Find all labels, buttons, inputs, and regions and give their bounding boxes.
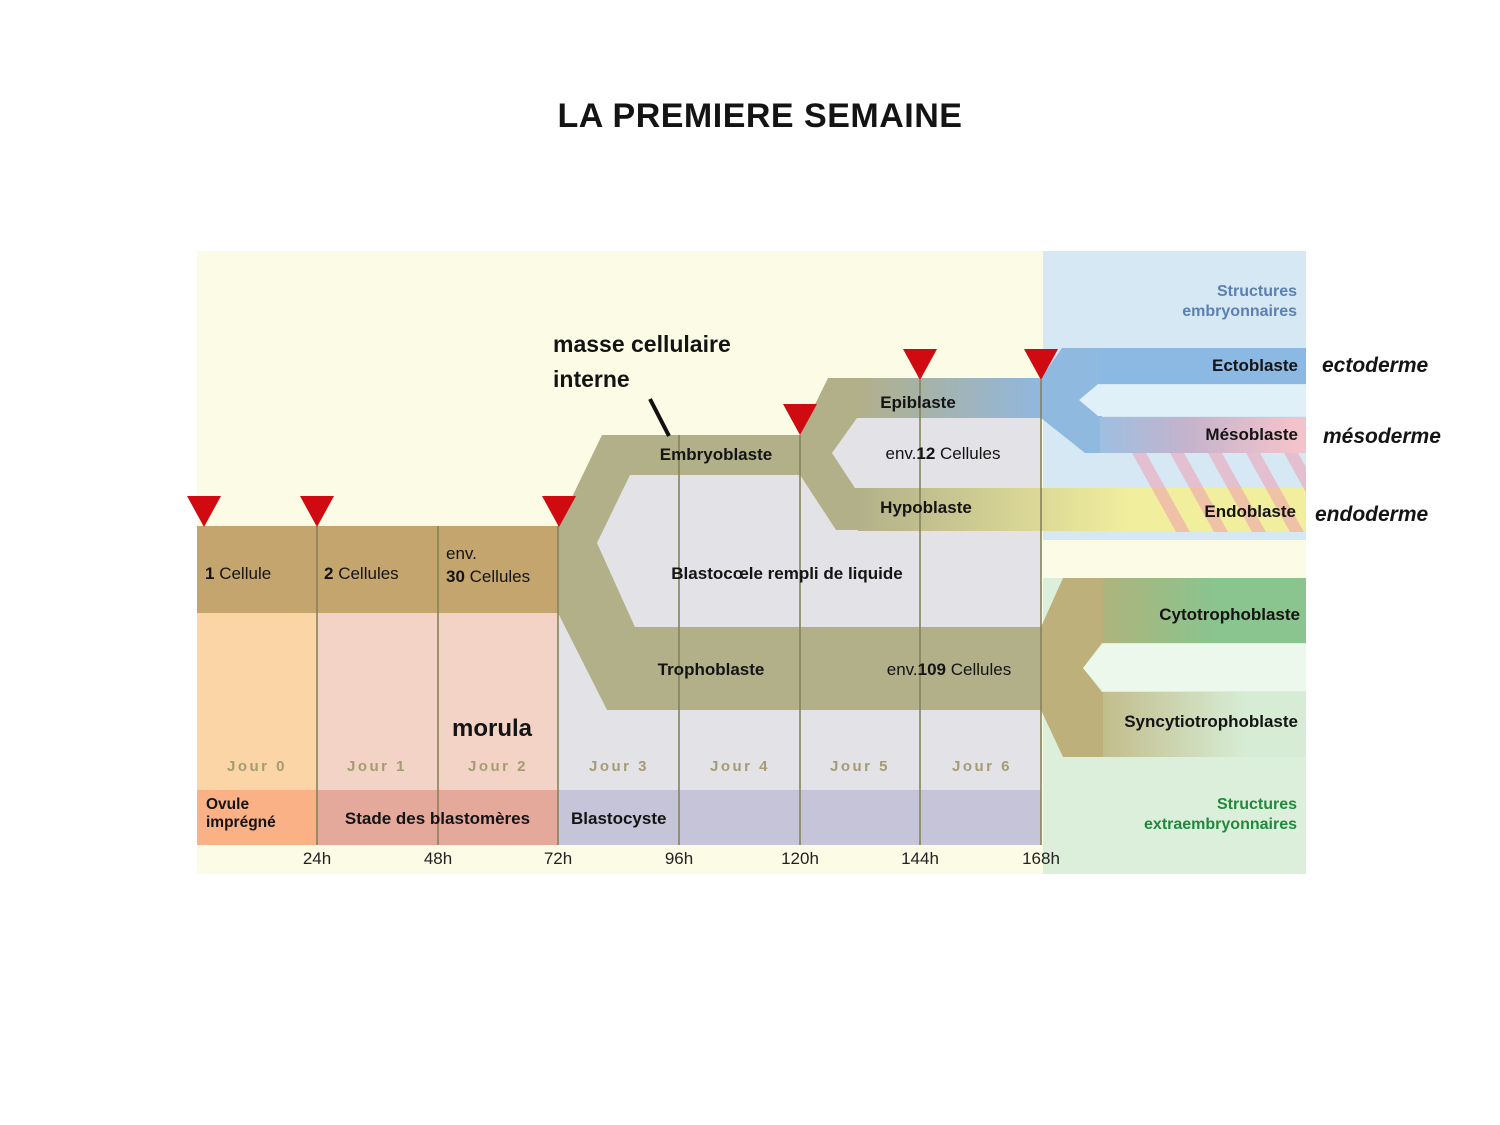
band-blastocoele: Blastocœle rempli de liquide bbox=[671, 564, 903, 583]
cell-count-2: 2 Cellules bbox=[324, 564, 399, 584]
cell-count-2-num: 2 bbox=[324, 564, 334, 583]
embryonic-structures-line1: Structures bbox=[1216, 283, 1297, 300]
band-syncytiotrophoblaste: Syncytiotrophoblaste bbox=[1124, 712, 1298, 731]
derivative-bands bbox=[858, 348, 1306, 757]
embryonic-structures-heading: Structures embryonnaires bbox=[1097, 282, 1297, 322]
germ-layer-mesoderm: mésoderme bbox=[1323, 425, 1441, 448]
cell-count-30-unit: Cellules bbox=[469, 567, 531, 586]
estimate-12-unit: Cellules bbox=[940, 444, 1001, 463]
band-trophoblaste: Trophoblaste bbox=[657, 660, 765, 679]
hour-label-168: 168h bbox=[1022, 849, 1060, 868]
band-mesoblaste: Mésoblaste bbox=[1205, 425, 1298, 444]
hour-label-24: 24h bbox=[302, 849, 332, 868]
cell-count-30: env. 30 Cellules bbox=[446, 542, 530, 588]
stage-blastomeres: Stade des blastomères bbox=[344, 809, 531, 828]
page-title: LA PREMIERE SEMAINE bbox=[557, 97, 963, 135]
estimate-12-cells: env.12 Cellules bbox=[843, 444, 1043, 464]
day-label-5: Jour 5 bbox=[829, 758, 890, 775]
hour-label-96: 96h bbox=[664, 849, 694, 868]
day-label-1: Jour 1 bbox=[346, 758, 407, 775]
estimate-109-unit: Cellules bbox=[950, 660, 1012, 679]
estimate-109-num: 109 bbox=[917, 660, 947, 679]
estimate-12-num: 12 bbox=[916, 444, 936, 463]
cell-count-2-unit: Cellules bbox=[338, 564, 399, 583]
stage-ovule: Ovule imprégné bbox=[206, 796, 276, 832]
germ-layer-endoderm: endoderme bbox=[1315, 503, 1429, 526]
day-label-2: Jour 2 bbox=[467, 758, 528, 775]
inner-cell-mass-line2: interne bbox=[553, 366, 630, 392]
cell-count-30-num: 30 bbox=[446, 567, 465, 586]
hour-label-48: 48h bbox=[423, 849, 453, 868]
cell-count-30-prefix: env. bbox=[446, 544, 477, 563]
red-marker-triangles bbox=[187, 349, 1058, 527]
hour-label-120: 120h bbox=[781, 849, 819, 868]
cell-count-1: 1 Cellule bbox=[205, 564, 272, 584]
inner-cell-mass-line1: masse cellulaire bbox=[553, 331, 731, 357]
day-label-4: Jour 4 bbox=[709, 758, 770, 775]
band-hypoblaste: Hypoblaste bbox=[880, 498, 972, 517]
stage-ovule-line1: Ovule bbox=[206, 796, 250, 813]
embryonic-structures-line2: embryonnaires bbox=[1182, 303, 1297, 320]
band-embryoblaste: Embryoblaste bbox=[659, 445, 773, 464]
germ-layer-ectoderm: ectoderme bbox=[1322, 354, 1429, 377]
band-epiblaste: Epiblaste bbox=[880, 393, 956, 412]
morula-annotation: morula bbox=[452, 715, 533, 742]
band-cytotrophoblaste: Cytotrophoblaste bbox=[1159, 605, 1300, 624]
band-ectoblaste: Ectoblaste bbox=[1212, 356, 1298, 375]
day-label-3: Jour 3 bbox=[588, 758, 649, 775]
estimate-12-prefix: env. bbox=[885, 444, 917, 463]
stage-blastocyste: Blastocyste bbox=[571, 809, 667, 828]
day-label-6: Jour 6 bbox=[951, 758, 1012, 775]
hour-label-72: 72h bbox=[543, 849, 573, 868]
inner-cell-mass-annotation: masse cellulaire interne bbox=[553, 327, 731, 397]
extraembryonic-structures-heading: Structures extraembryonnaires bbox=[1097, 795, 1297, 835]
day-label-0: Jour 0 bbox=[226, 758, 287, 775]
inner-cell-mass-pointer-line bbox=[648, 398, 671, 437]
hour-gridlines bbox=[316, 380, 1042, 845]
extraembryonic-structures-line1: Structures bbox=[1216, 796, 1297, 813]
cell-count-1-unit: Cellule bbox=[219, 564, 272, 583]
mesoderm-stripes bbox=[1132, 453, 1306, 532]
cell-count-1-num: 1 bbox=[205, 564, 215, 583]
estimate-109-cells: env.109 Cellules bbox=[849, 660, 1049, 680]
hour-label-144: 144h bbox=[901, 849, 939, 868]
band-endoblaste: Endoblaste bbox=[1204, 502, 1296, 521]
estimate-109-prefix: env. bbox=[886, 660, 918, 679]
stage-ovule-line2: imprégné bbox=[206, 814, 276, 831]
extraembryonic-structures-line2: extraembryonnaires bbox=[1144, 816, 1297, 833]
